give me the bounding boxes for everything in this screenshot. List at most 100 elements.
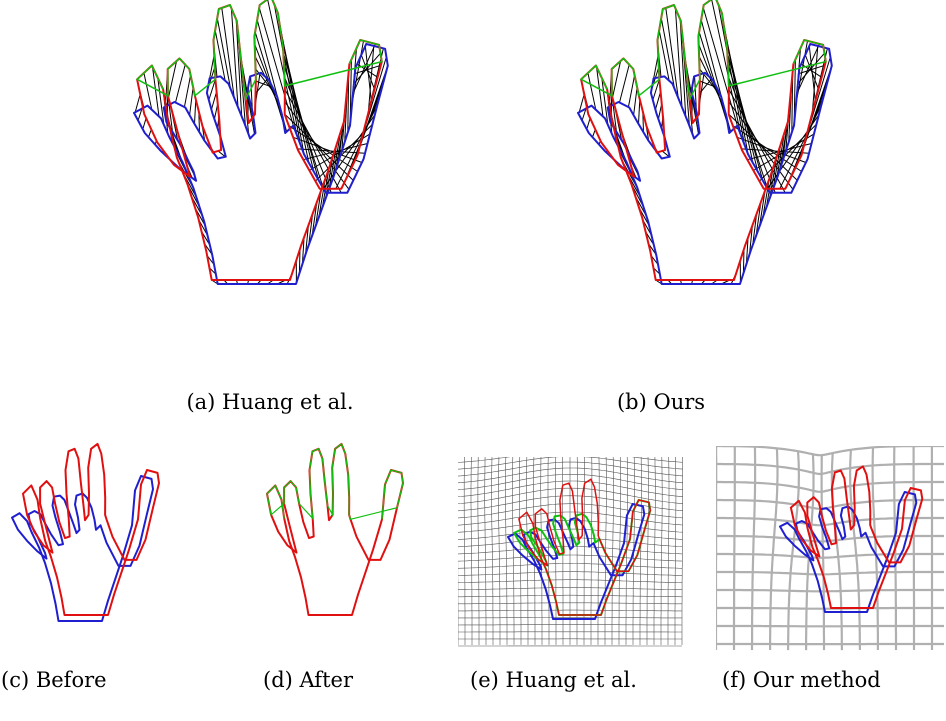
caption-a: (a) Huang et al. <box>186 390 353 414</box>
panel-e-huang-warp-grid <box>458 446 684 648</box>
correspondence-link <box>811 45 819 114</box>
panel-b-ours-correspondence <box>577 0 833 285</box>
panel-a-huang-correspondence <box>133 0 389 285</box>
grid-line-vertical <box>458 551 459 645</box>
correspondence-link <box>258 7 295 127</box>
grid-line-horizontal <box>716 446 944 457</box>
correspondence-link <box>331 132 342 180</box>
grid-line-vertical <box>554 457 557 645</box>
correspondence-link <box>254 56 281 107</box>
grid-line-vertical <box>871 447 880 650</box>
grid-line-vertical <box>583 457 585 645</box>
grid-line-vertical <box>667 457 670 645</box>
correspondence-link <box>717 4 746 146</box>
correspondence-link <box>578 94 585 113</box>
correspondence-link <box>674 8 683 108</box>
grid-line-horizontal <box>716 588 944 593</box>
grid-line-vertical <box>632 457 635 645</box>
correspondence-link <box>152 66 160 117</box>
correspondence-link <box>134 94 141 113</box>
grid-line-horizontal <box>458 457 683 463</box>
correspondence-link <box>214 30 226 81</box>
warped-contour <box>579 0 827 102</box>
correspondence-link <box>627 75 636 108</box>
correspondence-link <box>208 79 216 101</box>
correspondence-link <box>208 54 215 81</box>
grid-line-vertical <box>491 457 494 645</box>
correspondence-link <box>762 179 770 218</box>
grid-line-vertical <box>505 457 508 645</box>
correspondence-link <box>660 18 676 89</box>
correspondence-link <box>586 117 591 130</box>
correspondence-link <box>745 237 749 265</box>
grid-line-horizontal <box>716 570 944 576</box>
correspondence-link <box>661 150 670 158</box>
correspondence-link <box>143 72 153 110</box>
correspondence-link <box>315 190 322 227</box>
source-contour <box>779 491 918 613</box>
panel-c-before <box>11 442 160 622</box>
correspondence-link <box>284 89 342 194</box>
grid-line-vertical <box>498 457 501 645</box>
correspondence-link <box>658 30 670 81</box>
panel-d-after <box>266 442 404 616</box>
correspondence-link <box>217 150 226 158</box>
correspondence-link <box>298 248 301 274</box>
source-contour <box>577 43 833 285</box>
correspondence-link <box>619 64 630 103</box>
grid-line-vertical <box>653 457 656 645</box>
grid-line-vertical <box>470 457 473 645</box>
correspondence-link <box>267 0 298 136</box>
correspondence-link <box>755 202 762 236</box>
grid-line-vertical <box>674 457 677 645</box>
caption-d: (d) After <box>263 668 354 692</box>
correspondence-link <box>142 117 147 130</box>
grid-line-vertical <box>732 446 736 650</box>
grid-line-horizontal <box>458 446 683 456</box>
correspondence-link <box>254 31 285 126</box>
grid-line-vertical <box>660 457 663 645</box>
grid-line-horizontal <box>716 606 944 610</box>
grid-line-vertical <box>848 449 862 650</box>
target-contour <box>22 442 160 616</box>
caption-c: (c) Before <box>1 668 107 692</box>
correspondence-link <box>779 104 822 190</box>
correspondence-link <box>652 54 659 81</box>
correspondence-link <box>698 56 725 107</box>
grid-line-vertical <box>768 448 779 650</box>
caption-f: (f) Our method <box>722 668 881 692</box>
panel-f-our-warp-grid <box>716 446 946 653</box>
grid-line-vertical <box>820 455 826 651</box>
correspondence-link <box>183 75 192 108</box>
correspondence-link <box>308 213 314 246</box>
correspondence-link <box>728 89 786 194</box>
correspondence-link <box>752 213 758 246</box>
correspondence-link <box>284 113 354 181</box>
correspondence-link <box>652 79 660 101</box>
correspondence-link <box>742 248 745 274</box>
correspondence-link <box>216 18 232 89</box>
grid-line-vertical <box>590 457 593 645</box>
correspondence-link <box>728 76 776 193</box>
grid-line-vertical <box>518 457 522 645</box>
grid-line-vertical <box>533 457 536 645</box>
warped-contour <box>135 0 383 102</box>
correspondence-link <box>235 19 243 117</box>
correspondence-link <box>638 99 641 124</box>
correspondence-link <box>305 225 309 255</box>
correspondence-link <box>654 91 662 110</box>
grid-line-vertical <box>604 457 607 645</box>
source-contour <box>507 503 646 620</box>
target-contour <box>266 442 404 616</box>
target-contour <box>518 478 652 616</box>
grid-line-horizontal <box>458 457 683 470</box>
correspondence-link <box>189 87 194 116</box>
caption-e: (e) Huang et al. <box>470 668 637 692</box>
source-contour <box>133 43 389 285</box>
grid-line-vertical <box>786 451 801 651</box>
grid-line-vertical <box>618 457 621 645</box>
correspondence-link <box>596 66 604 117</box>
grid-line-vertical <box>639 457 642 645</box>
grid-line-horizontal <box>716 480 944 493</box>
grid-line-vertical <box>611 457 614 645</box>
